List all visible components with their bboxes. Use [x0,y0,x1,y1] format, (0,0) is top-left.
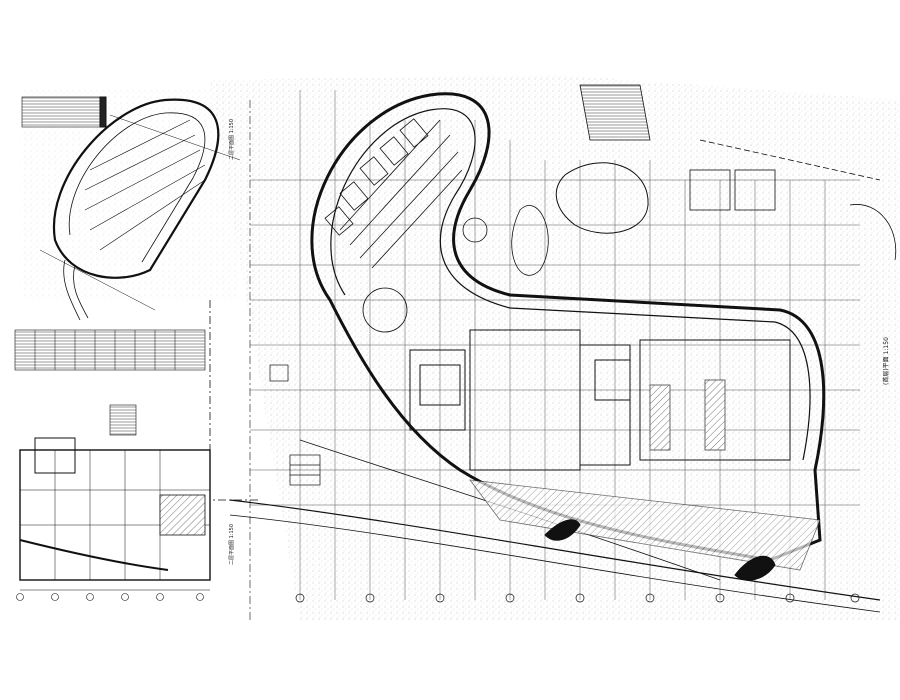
upper-left-plan [21,96,241,321]
main-site-plan [229,84,897,613]
terrain-stipple [20,75,900,620]
main-hall [409,329,791,471]
upper-left-plan-title: 二层平面图 1:150 [229,119,235,160]
building-inner-wall [330,108,811,461]
parking-area [579,84,881,211]
guest-room-wing [324,118,463,269]
upper-left-building-outline [52,98,220,279]
planter-right [734,555,776,581]
middle-left-schedule [14,329,206,436]
lower-left-plan [16,437,211,601]
hatched-plaza [469,479,821,571]
site-boundary [209,300,260,501]
main-plan-title: (首层)平面 1:150 [882,337,890,385]
planter-left [544,519,581,541]
lower-left-plan-title: 二层平面图 1:150 [229,524,235,565]
lower-road-curve [229,499,881,601]
pond [555,162,649,234]
stair-detail [269,364,321,486]
upper-left-schedule-table [21,96,101,128]
grid-bubbles [295,593,860,603]
lower-left-building-outline [19,449,211,581]
building-outer-wall [310,92,826,562]
